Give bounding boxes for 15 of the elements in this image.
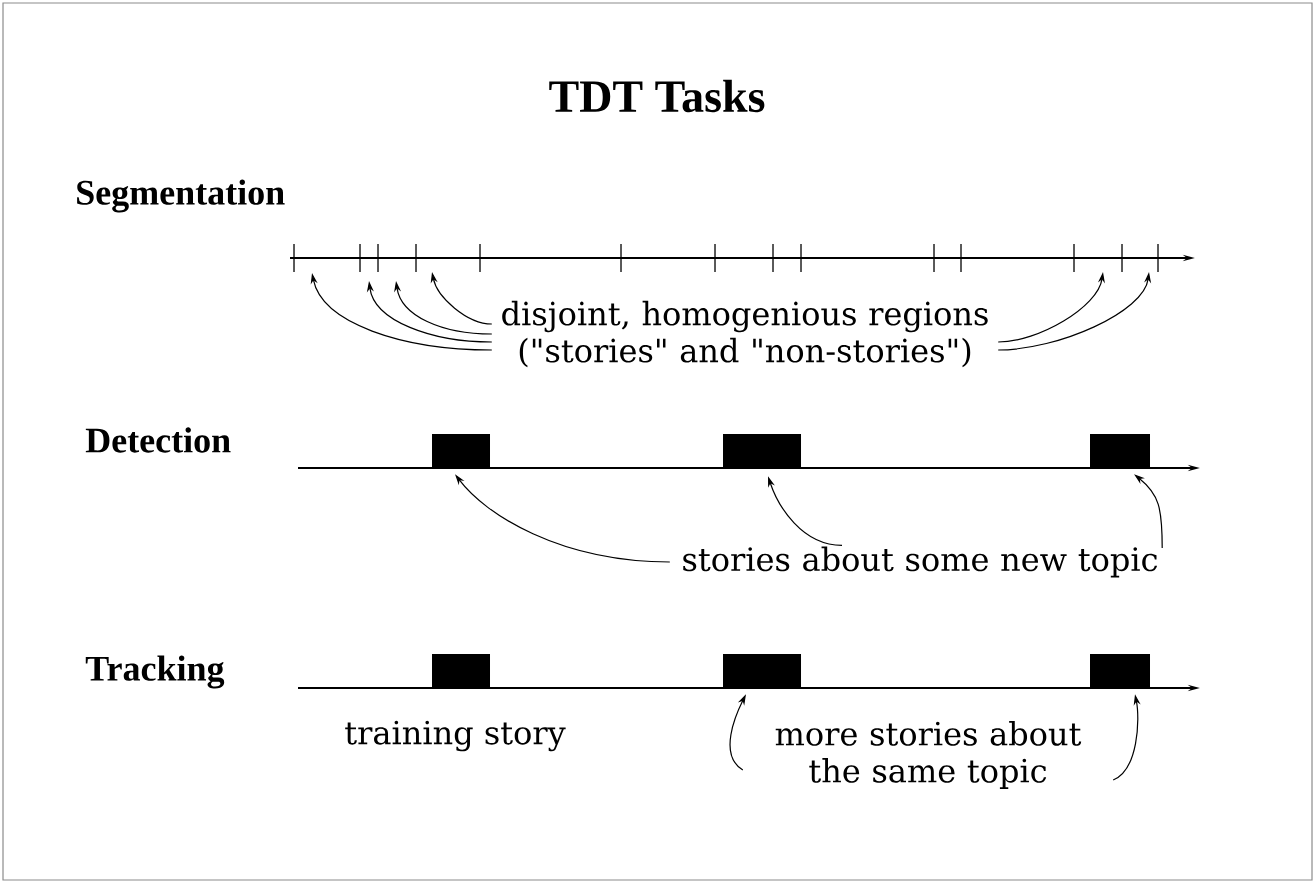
story-block xyxy=(1090,654,1150,688)
section-heading: Detection xyxy=(85,427,231,453)
story-block xyxy=(723,434,801,468)
annotation-text: more stories about the same topic xyxy=(775,721,1082,789)
story-block xyxy=(432,434,490,468)
title: TDT Tasks xyxy=(549,79,765,113)
story-block xyxy=(432,654,490,688)
story-block xyxy=(1090,434,1150,468)
annotation-text: stories about some new topic xyxy=(683,546,1158,578)
story-block xyxy=(723,654,801,688)
section-heading: Tracking xyxy=(85,655,225,689)
section-heading: Segmentation xyxy=(77,179,285,213)
annotation-text: disjoint, homogenious regions ("stories" and "non-stories") xyxy=(502,300,988,368)
arrow xyxy=(1134,474,1163,549)
annotation-text: training story xyxy=(345,720,566,752)
